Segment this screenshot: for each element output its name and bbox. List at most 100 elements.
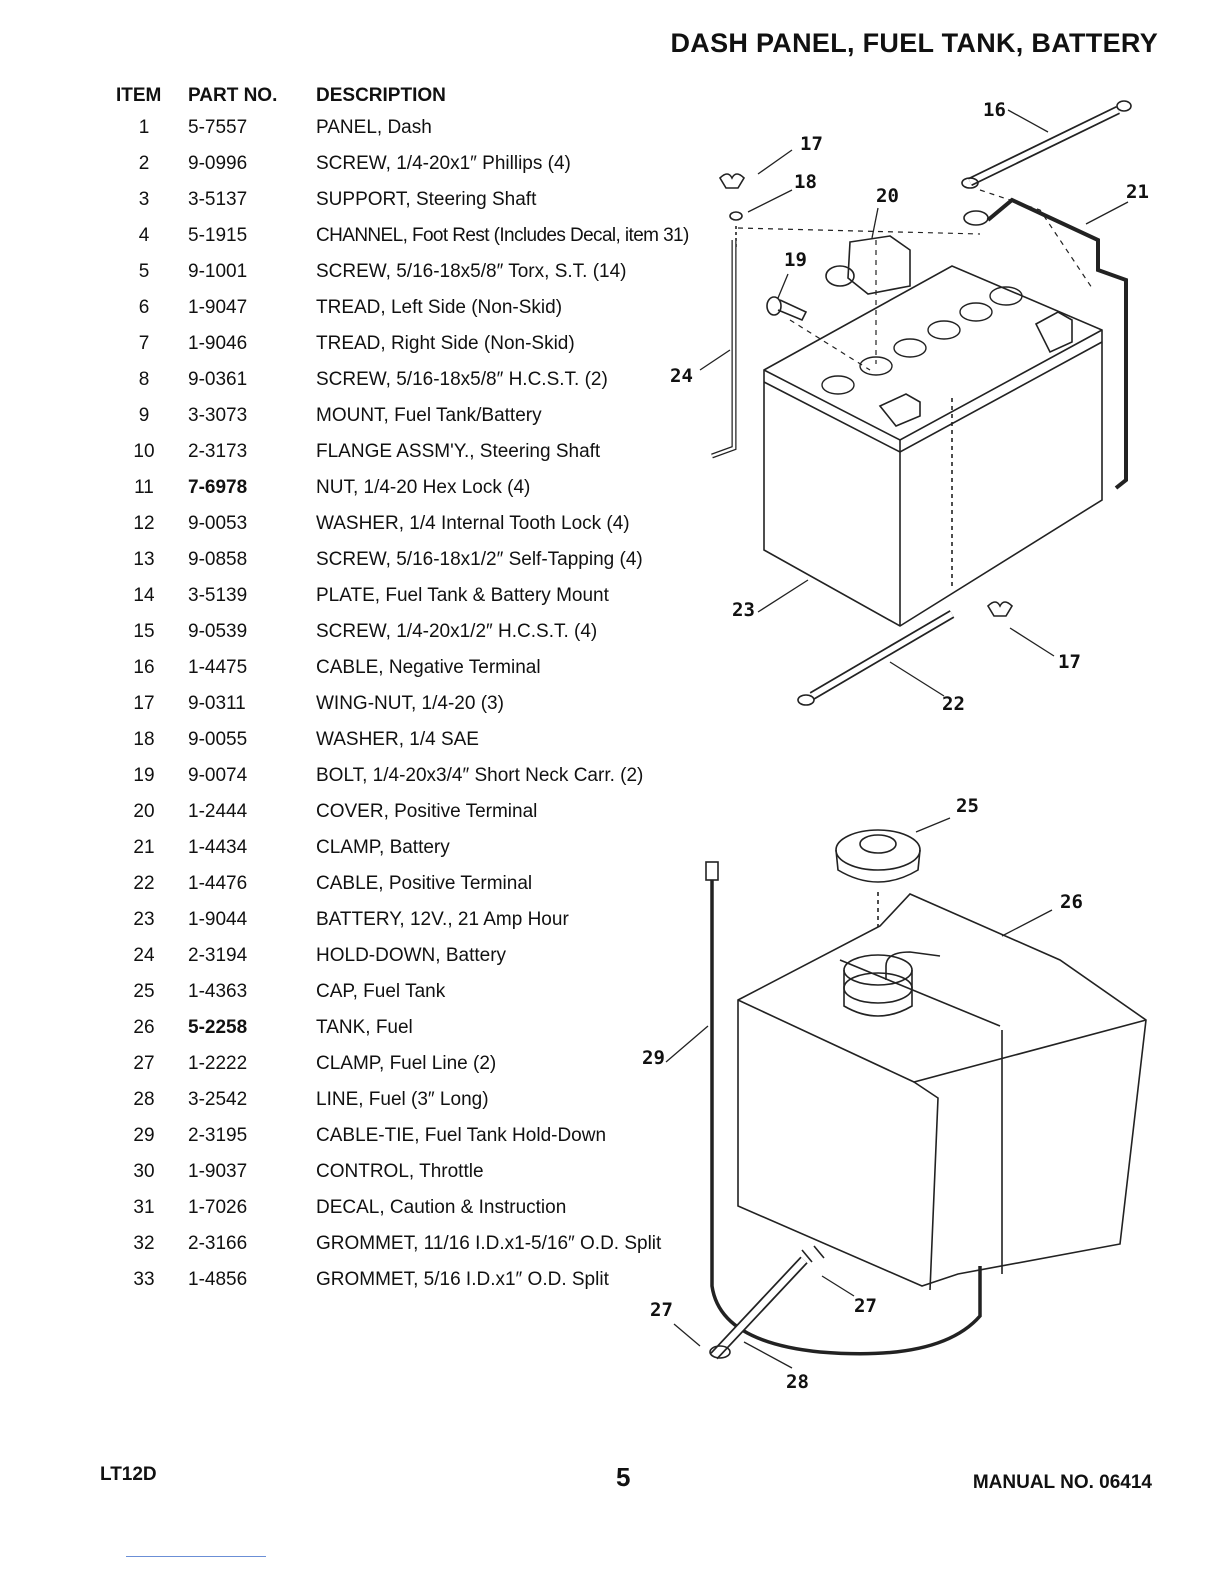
part-number: 5-1915 <box>188 225 248 246</box>
callout-25: 25 <box>956 795 979 817</box>
item-number: 22 <box>133 873 155 894</box>
battery-drawing <box>763 265 1103 627</box>
item-number: 32 <box>133 1233 155 1254</box>
item-number: 12 <box>133 513 155 534</box>
part-number: 2-3194 <box>188 945 248 966</box>
item-number: 27 <box>133 1053 155 1074</box>
callout-28: 28 <box>786 1371 809 1393</box>
part-description: TREAD, Left Side (Non-Skid) <box>316 297 563 318</box>
part-description: CABLE, Negative Terminal <box>316 657 541 678</box>
callout-22: 22 <box>942 693 965 715</box>
callout-19: 19 <box>784 249 807 271</box>
part-description: FLANGE ASSM'Y., Steering Shaft <box>316 441 601 462</box>
table-row: 16 1-4475 CABLE, Negative Terminal <box>110 650 689 686</box>
part-description: BATTERY, 12V., 21 Amp Hour <box>316 909 569 930</box>
item-number: 29 <box>133 1125 155 1146</box>
item-number: 20 <box>133 801 155 822</box>
part-description: SUPPORT, Steering Shaft <box>316 189 537 210</box>
item-number: 5 <box>138 261 150 282</box>
callout-27-right: 27 <box>854 1295 877 1317</box>
part-number: 3-2542 <box>188 1089 248 1110</box>
part-number: 9-0539 <box>188 621 248 642</box>
part-number: 3-5139 <box>188 585 248 606</box>
callout-29: 29 <box>642 1047 665 1069</box>
item-number: 16 <box>133 657 155 678</box>
item-number: 1 <box>138 117 150 138</box>
part-number: 1-4475 <box>188 657 248 678</box>
part-number: 3-5137 <box>188 189 248 210</box>
part-number: 9-0074 <box>188 765 248 786</box>
part-description: CHANNEL, Foot Rest (Includes Decal, item… <box>316 225 689 246</box>
item-number: 31 <box>133 1197 155 1218</box>
part-number: 1-4363 <box>188 981 248 1002</box>
callout-24: 24 <box>670 365 693 387</box>
callout-27: 27 <box>650 1299 673 1321</box>
callout-20: 20 <box>876 185 899 207</box>
part-description: GROMMET, 11/16 I.D.x1-5/16″ O.D. Split <box>316 1233 662 1254</box>
item-number: 4 <box>138 225 150 246</box>
part-number: 2-3173 <box>188 441 248 462</box>
item-number: 24 <box>133 945 155 966</box>
fuel-tank-drawing <box>737 893 1147 1291</box>
item-number: 8 <box>138 369 150 390</box>
part-description: SCREW, 1/4-20x1/2″ H.C.S.T. (4) <box>316 621 598 642</box>
exploded-parts-diagram: 16 17 18 20 21 19 24 23 17 22 25 26 29 2… <box>642 99 1149 1393</box>
callout-16: 16 <box>983 99 1006 121</box>
part-number: 9-1001 <box>188 261 248 282</box>
item-number: 6 <box>138 297 150 318</box>
part-number: 9-0053 <box>188 513 248 534</box>
item-number: 23 <box>133 909 155 930</box>
header-part-no: PART NO. <box>188 85 278 106</box>
part-description: WING-NUT, 1/4-20 (3) <box>316 693 504 714</box>
part-description: CABLE-TIE, Fuel Tank Hold-Down <box>316 1125 607 1146</box>
part-description: CONTROL, Throttle <box>316 1161 484 1182</box>
item-number: 15 <box>133 621 155 642</box>
callout-17-lower: 17 <box>1058 651 1081 673</box>
terminal-cover-drawing <box>825 235 911 295</box>
part-number: 1-9046 <box>188 333 248 354</box>
wing-nut-washer-drawing <box>718 173 746 250</box>
footer-manual-number: MANUAL NO. 06414 <box>972 1472 1152 1493</box>
header-description: DESCRIPTION <box>316 85 446 106</box>
part-number: 1-9044 <box>188 909 248 930</box>
callout-26: 26 <box>1060 891 1083 913</box>
page-title: DASH PANEL, FUEL TANK, BATTERY <box>670 28 1158 58</box>
part-number: 2-3166 <box>188 1233 248 1254</box>
positive-cable-drawing <box>797 601 1014 706</box>
part-number: 3-3073 <box>188 405 248 426</box>
table-row: 32 2-3166 GROMMET, 11/16 I.D.x1-5/16″ O.D.… <box>110 1226 689 1262</box>
hold-down-rod-drawing <box>711 240 737 459</box>
carriage-bolt-drawing <box>766 296 808 322</box>
item-number: 11 <box>134 477 154 498</box>
part-description: LINE, Fuel (3″ Long) <box>316 1089 489 1110</box>
item-number: 28 <box>133 1089 155 1110</box>
part-description: HOLD-DOWN, Battery <box>316 945 507 966</box>
part-description: COVER, Positive Terminal <box>316 801 538 822</box>
part-description: DECAL, Caution & Instruction <box>316 1197 567 1218</box>
footer-page-number: 5 <box>616 1462 631 1492</box>
item-number: 33 <box>133 1269 155 1290</box>
item-number: 18 <box>133 729 155 750</box>
callout-leaders <box>665 109 1129 1369</box>
